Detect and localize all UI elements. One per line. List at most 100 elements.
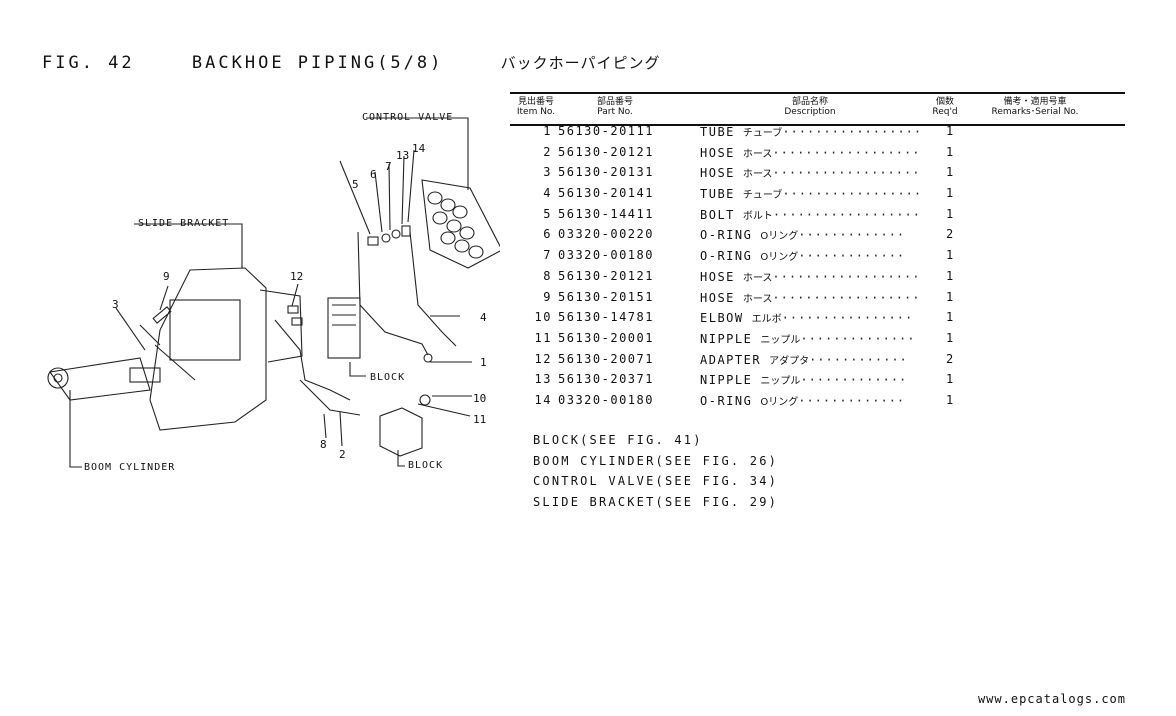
qty: 1 — [946, 268, 955, 283]
header-req-jp: 個数 — [935, 97, 954, 107]
diagram-num-13: 13 — [396, 149, 410, 162]
item-no: 6 — [543, 227, 552, 242]
item-no: 8 — [543, 268, 552, 283]
reference-control-valve: CONTROL VALVE(SEE FIG. 34) — [533, 474, 779, 489]
item-no: 11 — [534, 330, 552, 345]
desc-jp: チューブ — [742, 128, 783, 139]
item-no: 12 — [534, 351, 552, 366]
desc-en: O-RING — [700, 393, 753, 408]
qty: 1 — [946, 372, 955, 387]
leader-dots: ············· — [798, 249, 906, 264]
desc-en: BOLT — [700, 207, 735, 222]
header-desc: 部品名称 Description — [750, 97, 870, 117]
qty: 1 — [946, 165, 955, 180]
header-req: 個数 Req'd — [930, 97, 960, 117]
qty: 1 — [946, 330, 955, 345]
leader-dots: ·················· — [772, 145, 921, 160]
part-no: 56130-20131 — [558, 165, 654, 180]
item-no: 9 — [543, 289, 552, 304]
part-no: 56130-20071 — [558, 351, 654, 366]
part-no: 03320-00220 — [558, 227, 654, 242]
diagram-num-7: 7 — [385, 160, 392, 173]
qty: 1 — [946, 186, 955, 201]
diagram-num-6: 6 — [370, 168, 377, 181]
qty: 1 — [946, 310, 955, 325]
parts-table-header: 見出番号 Item No. 部品番号 Part No. 部品名称 Descrip… — [510, 92, 1125, 126]
desc-en: O-RING — [700, 228, 753, 243]
part-no: 56130-20141 — [558, 186, 654, 201]
item-no: 14 — [534, 392, 552, 407]
desc-en: NIPPLE — [700, 373, 753, 388]
desc-jp: チューブ — [742, 190, 783, 202]
description: TUBE チューブ················· — [700, 186, 922, 201]
desc-jp: エルボ — [751, 314, 782, 326]
desc-jp: Oリング — [760, 231, 799, 243]
figure-title-en: BACKHOE PIPING(5/8) — [191, 53, 444, 73]
qty: 2 — [946, 351, 955, 366]
item-no: 2 — [543, 144, 552, 159]
part-no: 56130-20371 — [558, 372, 654, 387]
description: ELBOW エルボ················ — [700, 310, 913, 325]
reference-slide-bracket: SLIDE BRACKET(SEE FIG. 29) — [533, 495, 779, 510]
cross-references: BLOCK(SEE FIG. 41) BOOM CYLINDER(SEE FIG… — [533, 430, 778, 513]
desc-en: O-RING — [700, 249, 753, 264]
diagram-num-12: 12 — [290, 270, 304, 283]
diagram-num-10: 10 — [473, 392, 487, 405]
qty: 2 — [946, 227, 955, 242]
desc-jp: ホース — [742, 169, 773, 181]
desc-en: TUBE — [700, 125, 735, 139]
callout-control-valve: CONTROL VALVE — [362, 112, 454, 123]
diagram-num-9: 9 — [163, 270, 170, 283]
part-no: 56130-20001 — [558, 330, 654, 345]
header-part: 部品番号 Part No. — [580, 97, 650, 117]
leader-dots: ················· — [782, 125, 923, 139]
part-no: 56130-20121 — [558, 144, 654, 159]
diagram-num-11: 11 — [473, 413, 487, 426]
leader-dots: ················ — [781, 311, 914, 326]
desc-jp: Oリング — [760, 396, 799, 408]
item-no: 3 — [543, 165, 552, 180]
header-item: 見出番号 Item No. — [512, 97, 560, 117]
leader-dots: ················· — [782, 187, 923, 202]
leader-dots: ············· — [800, 373, 908, 388]
desc-en: TUBE — [700, 187, 735, 202]
header-desc-jp: 部品名称 — [791, 97, 828, 107]
header-desc-en: Description — [784, 107, 836, 117]
desc-en: ELBOW — [700, 311, 744, 326]
qty: 1 — [946, 144, 955, 159]
item-no: 4 — [543, 186, 552, 201]
part-no: 56130-14411 — [558, 206, 654, 221]
callout-boom-cylinder: BOOM CYLINDER — [84, 462, 176, 473]
header-part-jp: 部品番号 — [596, 97, 633, 107]
part-no: 56130-20111 — [558, 124, 654, 138]
leader-dots: ·············· — [800, 331, 916, 346]
desc-en: HOSE — [700, 145, 735, 160]
diagram-num-3: 3 — [112, 298, 119, 311]
item-no: 13 — [534, 372, 552, 387]
table-row: 4 56130-20141 TUBE チューブ················· 1 — [510, 184, 1125, 205]
qty: 1 — [946, 392, 955, 407]
part-no: 03320-00180 — [558, 248, 654, 263]
leader-dots: ·················· — [772, 290, 921, 305]
leader-dots: ············ — [809, 352, 908, 367]
callout-block-upper: BLOCK — [370, 372, 406, 383]
desc-jp: ホース — [742, 272, 773, 284]
desc-jp: アダプタ — [769, 355, 810, 367]
diagram-num-14: 14 — [412, 142, 426, 155]
diagram-num-4: 4 — [480, 311, 487, 324]
